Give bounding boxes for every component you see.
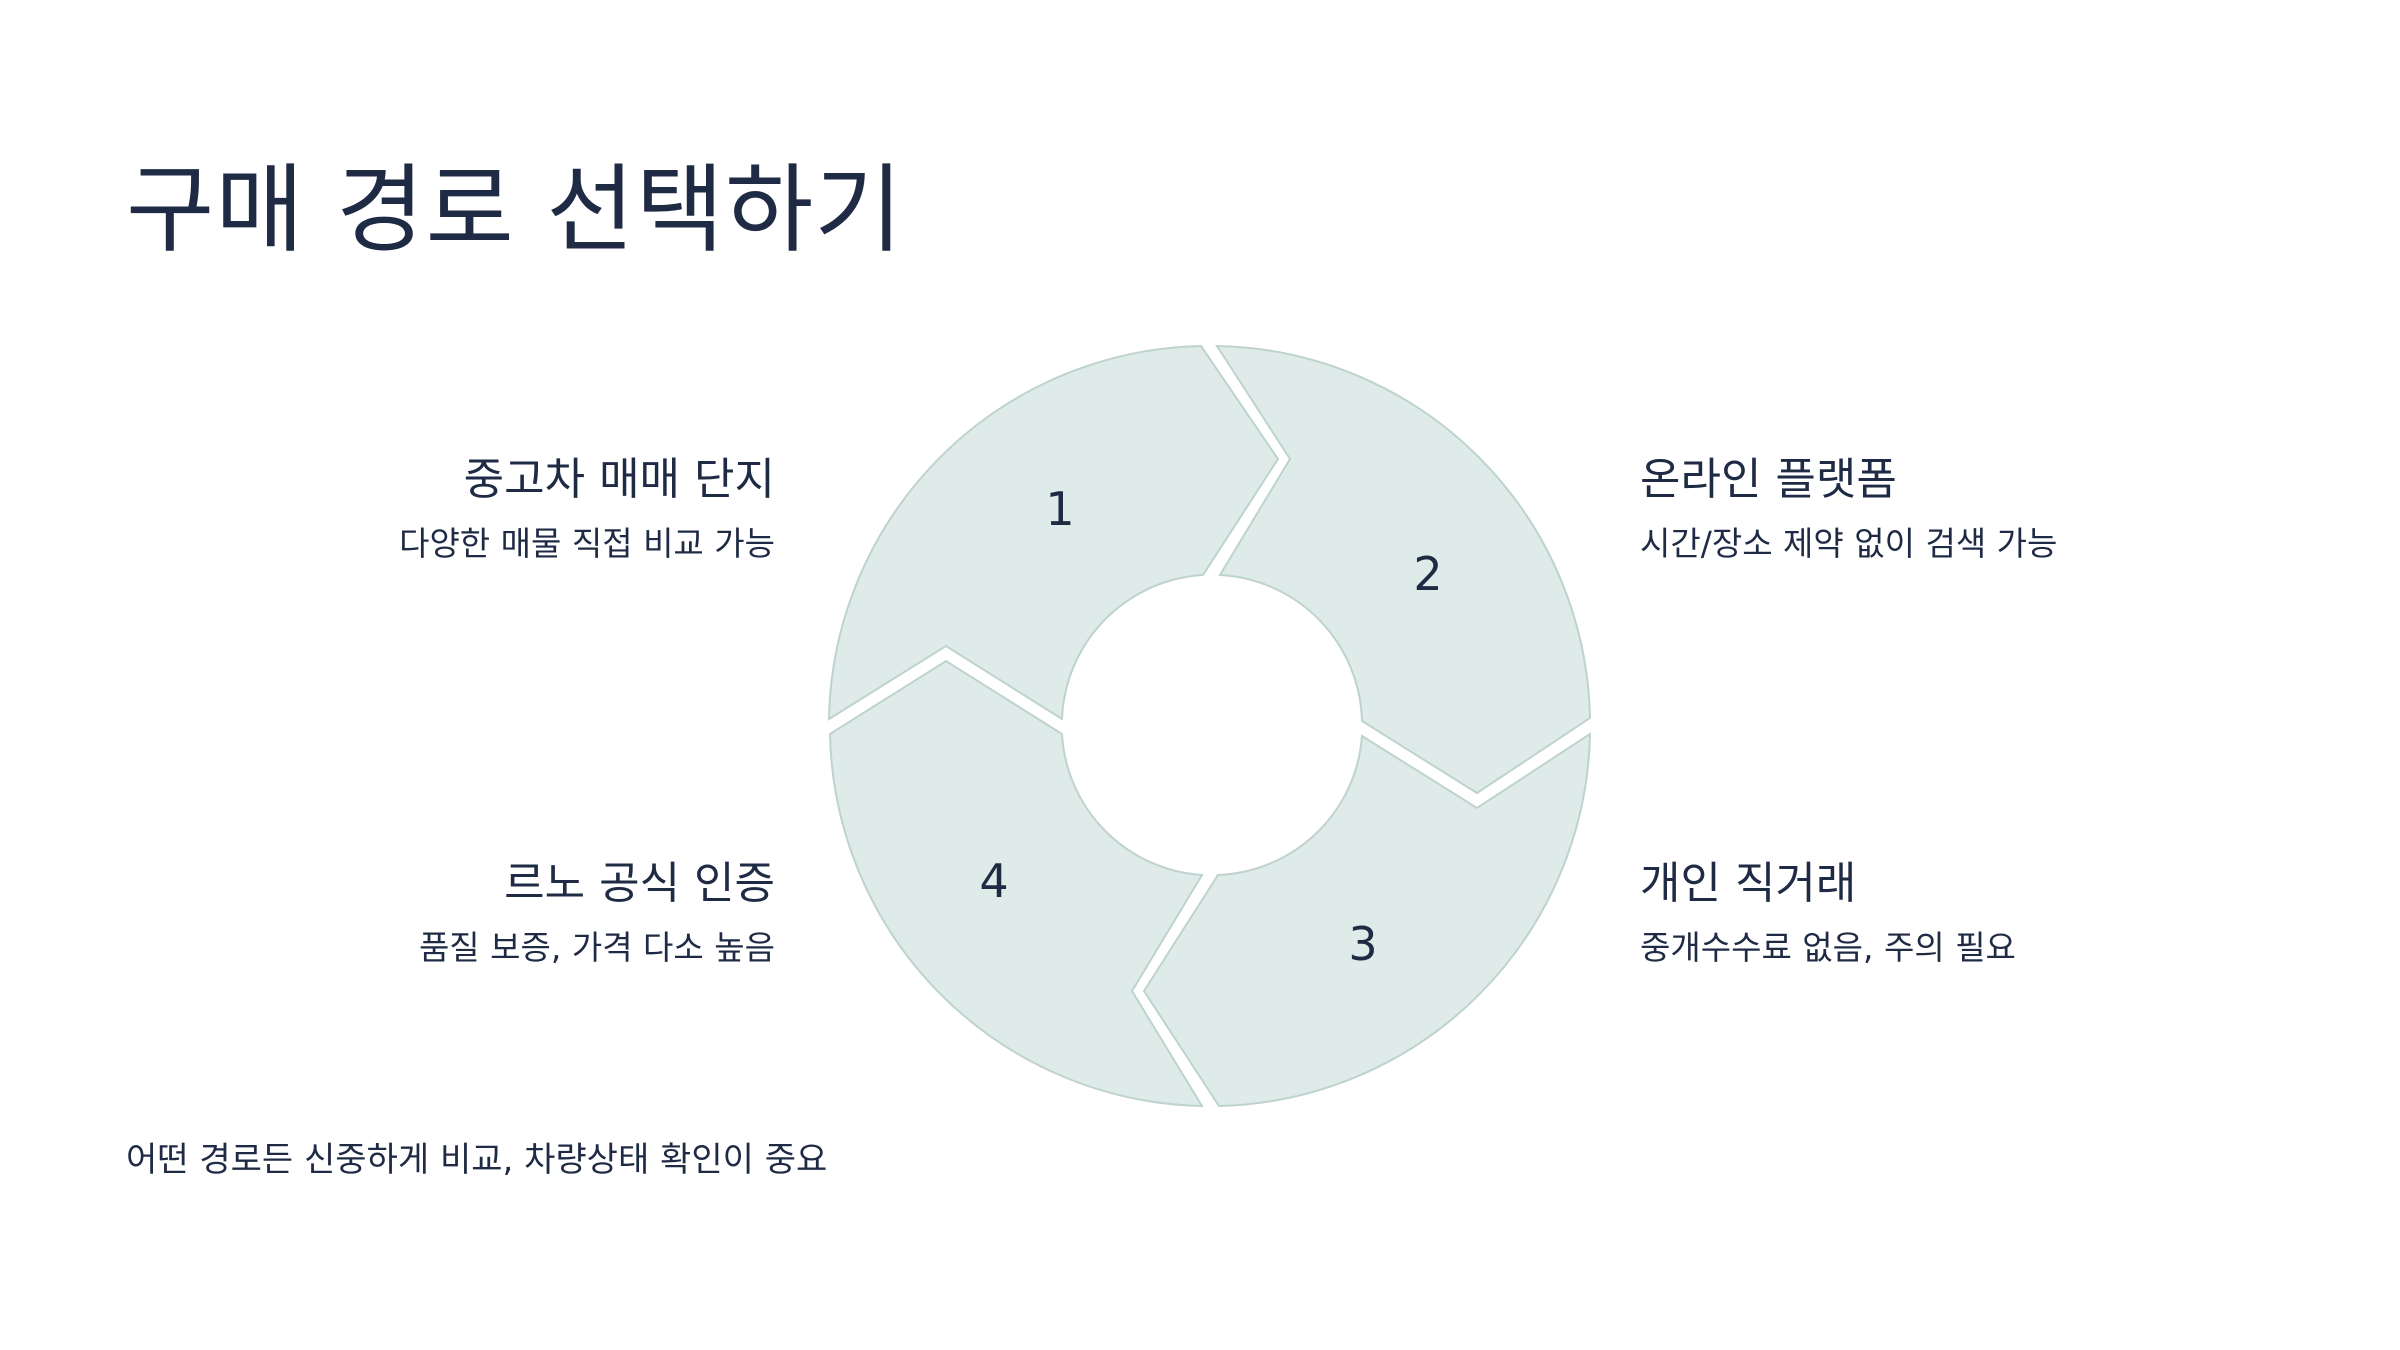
- segment-number-4: 4: [979, 854, 1008, 908]
- step-4-label: 르노 공식 인증 품질 보증, 가격 다소 높음: [75, 854, 775, 970]
- step-2-description: 시간/장소 제약 없이 검색 가능: [1640, 524, 2058, 563]
- step-2-title: 온라인 플랫폼: [1640, 454, 1897, 505]
- segment-number-2: 2: [1413, 547, 1442, 601]
- step-2-label: 온라인 플랫폼 시간/장소 제약 없이 검색 가능: [1640, 450, 2340, 566]
- step-1-title: 중고차 매매 단지: [463, 454, 775, 505]
- segment-number-1: 1: [1045, 482, 1074, 536]
- step-1-label: 중고차 매매 단지 다양한 매물 직접 비교 가능: [75, 450, 775, 566]
- footer-note: 어떤 경로든 신중하게 비교, 차량상태 확인이 중요: [126, 1140, 828, 1180]
- step-3-description: 중개수수료 없음, 주의 필요: [1640, 928, 2016, 967]
- step-4-description: 품질 보증, 가격 다소 높음: [418, 928, 775, 967]
- step-4-title: 르노 공식 인증: [504, 858, 775, 909]
- segment-number-3: 3: [1348, 917, 1377, 971]
- cycle-segment-4: [828, 659, 1204, 1108]
- page-title: 구매 경로 선택하기: [126, 154, 904, 266]
- step-1-description: 다양한 매물 직접 비교 가능: [399, 524, 775, 563]
- step-3-title: 개인 직거래: [1640, 858, 1857, 909]
- step-3-label: 개인 직거래 중개수수료 없음, 주의 필요: [1640, 854, 2340, 970]
- cycle-segment-1: [827, 344, 1280, 721]
- cycle-segment-3: [1142, 732, 1592, 1108]
- cycle-segment-2: [1215, 344, 1592, 795]
